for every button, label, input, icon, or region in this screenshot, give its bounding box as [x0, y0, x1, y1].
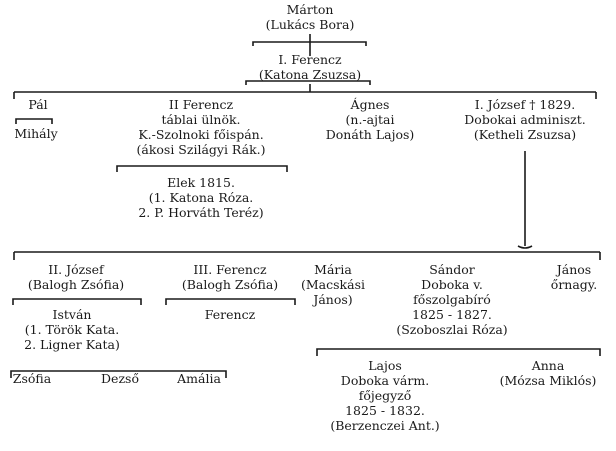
person-line: (Szoboszlai Róza) [396, 322, 508, 337]
person-name: Ágnes [350, 97, 390, 112]
person-line: Elek 1815. [167, 175, 235, 190]
ferencz-i-bracket [245, 80, 371, 85]
person-jozsef-ii: II. József (Balogh Zsófia) [28, 262, 124, 292]
person-name: Mihály [14, 126, 58, 141]
person-ferencz-ii: II Ferencz táblai ülnök. K.-Szolnoki fői… [136, 97, 265, 157]
person-line: 1825 - 1827. [412, 307, 492, 322]
person-agnes: Ágnes (n.-ajtai Donáth Lajos) [326, 97, 415, 142]
person-spouse: (Balogh Zsófia) [27, 277, 125, 292]
person-jozsef-i: I. József † 1829. Dobokai adminiszt. (Ke… [464, 97, 585, 142]
person-name: Zsófia [12, 371, 52, 386]
person-spouse: (Lukács Bora) [265, 17, 355, 32]
sandor-bracket [316, 348, 601, 356]
jozsef-ii-bracket [12, 298, 142, 305]
person-istvan: István (1. Török Kata. 2. Ligner Kata) [24, 307, 120, 352]
person-line: János [556, 262, 592, 277]
person-name: Ferencz [204, 307, 256, 322]
ferencz-iii-bracket [165, 298, 296, 305]
person-amalia: Amália [177, 371, 221, 386]
person-line: (1. Török Kata. [24, 322, 120, 337]
person-line: (1. Katona Róza. [148, 190, 254, 205]
person-line: 1825 - 1832. [345, 403, 425, 418]
person-maria: Mária (Macskási János) [301, 262, 365, 307]
person-line: 2. Ligner Kata) [24, 337, 120, 352]
person-line: őrnagy. [550, 277, 598, 292]
person-line: János) [313, 292, 353, 307]
person-line: Lajos [368, 358, 402, 373]
person-line: 2. P. Horváth Teréz) [138, 205, 264, 220]
person-line: Mária [314, 262, 352, 277]
person-line: Doboka várm. [340, 373, 430, 388]
person-lajos: Lajos Doboka várm. főjegyző 1825 - 1832.… [330, 358, 439, 433]
person-line: főjegyző [358, 388, 412, 403]
person-ferencz-iii: III. Ferencz (Balogh Zsófia) [182, 262, 278, 292]
person-spouse: (Katona Zsuzsa) [258, 67, 362, 82]
person-name: Dezső [101, 371, 139, 386]
person-name: III. Ferencz [193, 262, 267, 277]
person-line: (Macskási [301, 277, 365, 292]
person-name: II Ferencz [168, 97, 234, 112]
person-line: (Mózsa Miklós) [499, 373, 597, 388]
person-dezso: Dezső [101, 371, 139, 386]
person-janos: János őrnagy. [551, 262, 597, 292]
person-spouse: (Balogh Zsófia) [181, 277, 279, 292]
person-marton: Márton (Lukács Bora) [266, 2, 355, 32]
person-name: Márton [286, 2, 334, 17]
person-line: táblai ülnök. [161, 112, 241, 127]
person-elek: Elek 1815. (1. Katona Róza. 2. P. Horvát… [138, 175, 263, 220]
person-line: (ákosi Szilágyi Rák.) [136, 142, 266, 157]
istvan-bracket [10, 370, 227, 378]
jozsef-i-join [517, 245, 533, 249]
person-ferencz-i: I. Ferencz (Katona Zsuzsa) [259, 52, 361, 82]
person-name: Pál [28, 97, 48, 112]
person-line: (Berzenczei Ant.) [330, 418, 440, 433]
person-pal: Pál [28, 97, 47, 112]
person-line: főszolgabíró [413, 292, 491, 307]
person-ferencz-child: Ferencz [205, 307, 255, 322]
person-name: II. József [48, 262, 104, 277]
person-line: Anna [531, 358, 565, 373]
person-mihaly: Mihály [14, 126, 57, 141]
person-line: Sándor [429, 262, 475, 277]
person-line: Dobokai adminiszt. [464, 112, 586, 127]
person-zsofia: Zsófia [13, 371, 51, 386]
person-sandor: Sándor Doboka v. főszolgabíró 1825 - 182… [396, 262, 507, 337]
person-line: Doboka v. [421, 277, 483, 292]
person-line: I. József † 1829. [474, 97, 576, 112]
person-line: (n.-ajtai [345, 112, 395, 127]
person-anna: Anna (Mózsa Miklós) [500, 358, 597, 388]
person-line: István [52, 307, 92, 322]
person-line: (Ketheli Zsuzsa) [473, 127, 577, 142]
person-name: I. Ferencz [278, 52, 342, 67]
person-line: Donáth Lajos) [325, 127, 415, 142]
person-line: K.-Szolnoki főispán. [138, 127, 264, 142]
ferencz-ii-bracket [116, 165, 288, 172]
pal-bracket [15, 118, 53, 124]
person-name: Amália [177, 371, 221, 386]
